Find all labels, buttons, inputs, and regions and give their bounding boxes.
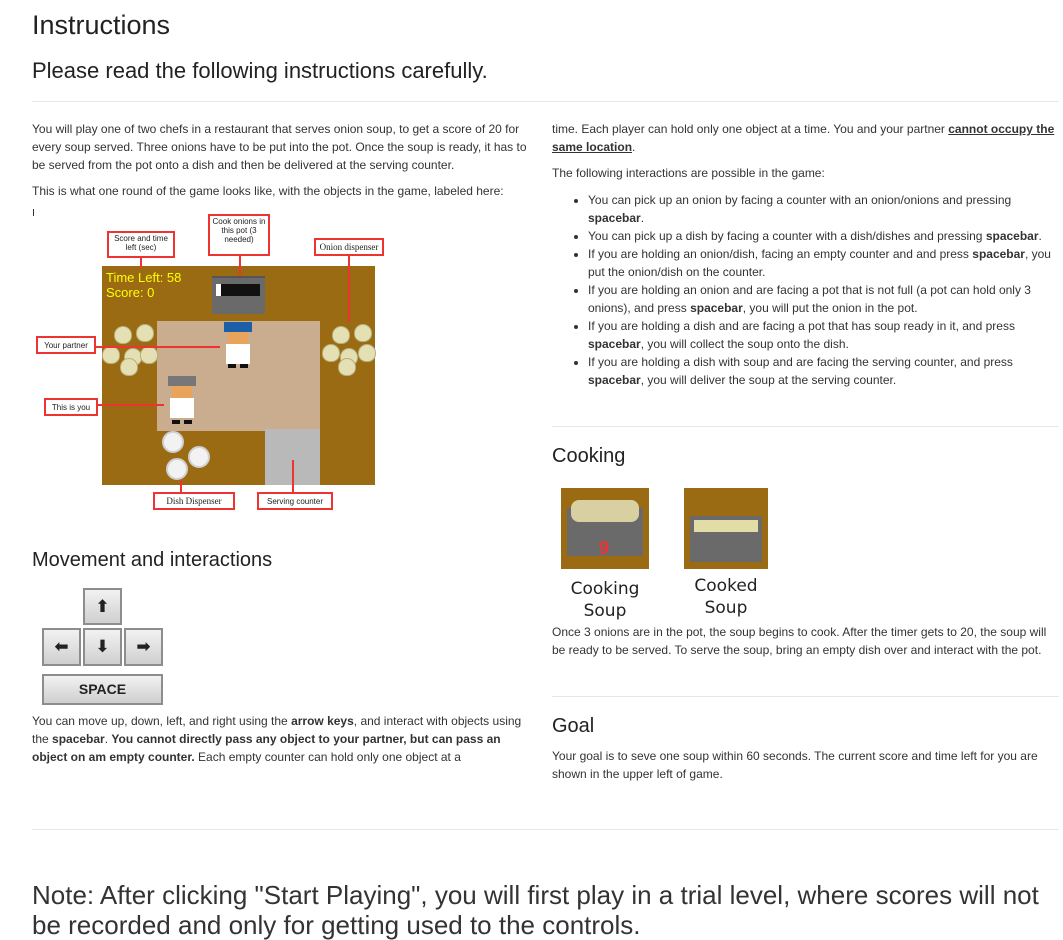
onion-icon (102, 346, 120, 364)
onion-icon (114, 326, 132, 344)
list-item: You can pick up an onion by facing a cou… (588, 191, 1059, 227)
pot (212, 276, 265, 314)
arrow-left-key: ⬅ (42, 628, 81, 666)
page-subtitle: Please read the following instructions c… (32, 58, 488, 83)
onion-icon (140, 346, 158, 364)
dish-icon (166, 458, 188, 480)
movement-text: You can move up, down, left, and right u… (32, 714, 522, 764)
dish-icon (162, 431, 184, 453)
divider (552, 426, 1059, 427)
interactions-list: You can pick up an onion by facing a cou… (552, 191, 1059, 389)
divider (32, 829, 1059, 830)
onion-icon (354, 324, 372, 342)
score-text: Score: 0 (106, 285, 155, 300)
arrow-up-key: ⬆ (83, 588, 122, 625)
partner-chef (222, 322, 254, 372)
divider (32, 101, 1059, 102)
trial-note: Note: After clicking "Start Playing", yo… (32, 880, 1039, 940)
goal-text: Your goal is to seve one soup within 60 … (552, 749, 1038, 781)
movement-heading: Movement and interactions (32, 549, 273, 571)
cooking-heading: Cooking (552, 445, 626, 467)
cooked-soup-caption: Cooked Soup (694, 576, 758, 618)
label-serving-counter: Serving counter (257, 492, 333, 510)
label-cook-onions: Cook onions in this pot (3 needed) (208, 214, 270, 256)
cooked-soup-image (684, 488, 768, 569)
list-item: If you are holding an onion/dish, facing… (588, 245, 1059, 281)
onion-icon (120, 358, 138, 376)
onion-icon (338, 358, 356, 376)
player-chef (166, 376, 198, 426)
list-item: If you are holding an onion and are faci… (588, 281, 1059, 317)
time-left-text: Time Left: 58 (106, 270, 182, 285)
diagram-intro: This is what one round of the game looks… (32, 184, 504, 198)
cooking-text: Once 3 onions are in the pot, the soup b… (552, 625, 1047, 657)
intro-paragraph: You will play one of two chefs in a rest… (32, 122, 527, 172)
interactions-intro: The following interactions are possible … (552, 166, 825, 180)
caret (33, 209, 34, 216)
list-item: You can pick up a dish by facing a count… (588, 227, 1059, 245)
onion-icon (322, 344, 340, 362)
label-this-is-you: This is you (44, 398, 98, 416)
cooking-soup-caption: Cooking Soup (570, 579, 640, 621)
label-onion-dispenser: Onion dispenser (314, 238, 384, 256)
divider (552, 696, 1059, 697)
game-diagram: Time Left: 58 Score: 0 (102, 266, 376, 485)
dish-icon (188, 446, 210, 468)
label-score-time: Score and time left (sec) (107, 231, 175, 258)
onion-icon (136, 324, 154, 342)
arrow-down-key: ⬇ (83, 628, 122, 666)
goal-heading: Goal (552, 715, 595, 737)
label-dish-dispenser: Dish Dispenser (153, 492, 235, 510)
cooking-soup-image: 9 (561, 488, 649, 569)
cooking-timer: 9 (599, 538, 610, 558)
label-your-partner: Your partner (36, 336, 96, 354)
arrow-right-key: ➡ (124, 628, 163, 666)
onion-icon (332, 326, 350, 344)
space-key: SPACE (42, 674, 163, 705)
onion-icon (358, 344, 376, 362)
page-title: Instructions (32, 10, 171, 40)
list-item: If you are holding a dish with soup and … (588, 353, 1059, 389)
list-item: If you are holding a dish and are facing… (588, 317, 1059, 353)
movement-text-continued: time. Each player can hold only one obje… (552, 122, 1055, 154)
